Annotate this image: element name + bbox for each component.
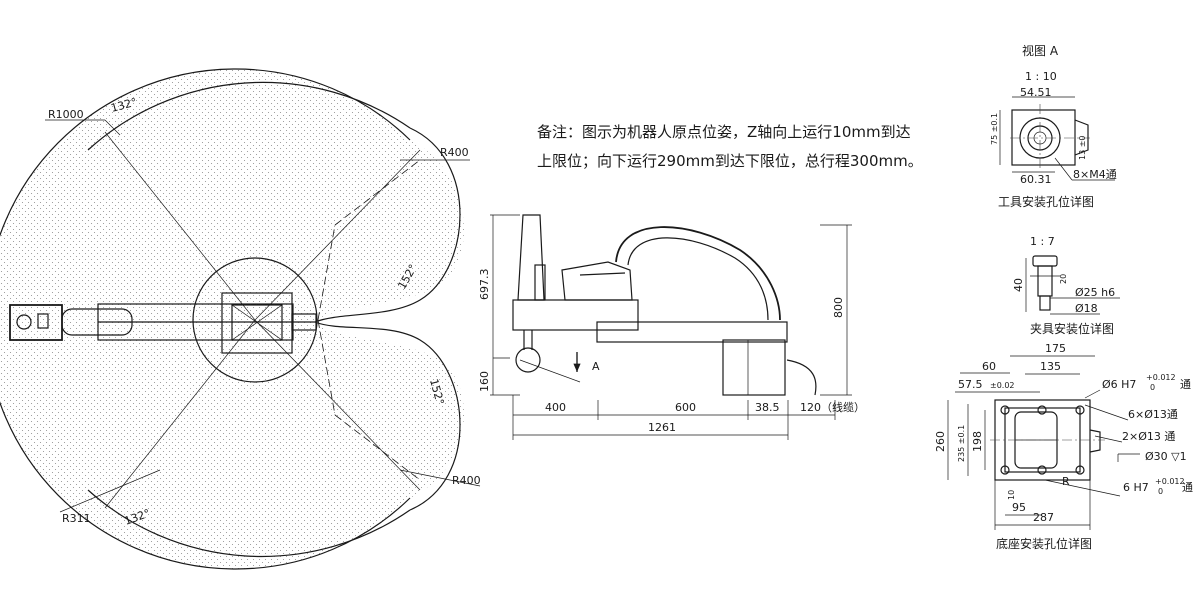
outer-arc	[0, 68, 411, 570]
view-a-d54: 54.51	[1020, 86, 1052, 99]
r400-bottom-leader	[399, 469, 481, 487]
clamp-d20: 20	[1059, 274, 1068, 284]
ray-dash-top2	[334, 159, 421, 226]
base-d235: 235 ±0.1	[957, 425, 966, 462]
r1000-label: R1000	[48, 108, 84, 121]
lobe-top	[314, 127, 461, 323]
base-tol-lo-2: 0	[1158, 487, 1163, 496]
base-d57: 57.5	[958, 378, 983, 391]
base-d198: 198	[971, 431, 984, 452]
base-d287: 287	[1033, 511, 1054, 524]
view-a-holes: 8×M4通	[1073, 168, 1117, 181]
base-detail: 60 175 135 57.5 ±0.02 Ø6 H7 +0.012 0 通 6…	[934, 342, 1193, 551]
clamp-phi25: Ø25 h6	[1075, 286, 1115, 299]
ray-bottom-left	[104, 319, 256, 509]
dim-800: 800	[832, 297, 845, 318]
base-tol57: ±0.02	[990, 381, 1015, 390]
view-a-d13: 13 ±0	[1078, 135, 1087, 160]
outer-arc-upper	[87, 81, 411, 151]
base-tol-up: +0.012	[1146, 373, 1176, 382]
dim-160: 160	[478, 371, 491, 392]
r400-bottom-label: R400	[452, 474, 481, 487]
side-view: A 697.3 160 800 400 600 38.5 120（线缆） 126…	[478, 214, 865, 440]
base-d135: 135	[1040, 360, 1061, 373]
base-tol-lo: 0	[1150, 383, 1155, 392]
view-a-title: 视图 A	[1022, 43, 1059, 58]
base-tong1: 通	[1180, 378, 1191, 391]
ray-bottom-right	[254, 319, 421, 491]
base-holes13: 6×Ø13通	[1128, 408, 1178, 421]
dim-600: 600	[675, 401, 696, 414]
base-d175: 175	[1045, 342, 1066, 355]
ray-dash-bottom	[317, 319, 336, 416]
dim-120: 120（线缆）	[800, 400, 865, 414]
ray-dash-bottom2	[334, 414, 421, 481]
side-arrow-a: A	[592, 360, 600, 373]
view-a-scale: 1 : 10	[1025, 70, 1057, 83]
base-d60: 60	[982, 360, 996, 373]
base-caption: 底座安装孔位详图	[996, 536, 1092, 551]
base-tong2: 通	[1182, 481, 1193, 494]
clamp-d40: 40	[1012, 278, 1025, 292]
base-phi30: Ø30 ▽1	[1145, 450, 1187, 463]
dim-400: 400	[545, 401, 566, 414]
dim-1261: 1261	[648, 421, 676, 434]
base-holes2: 2×Ø13 通	[1122, 430, 1175, 443]
clamp-caption: 夹具安装位详图	[1030, 321, 1114, 336]
workspace-view: R1000 132° R400 152° 152° R400 R311 132°	[0, 68, 481, 570]
inner-circle	[192, 257, 318, 383]
ray-top-left	[104, 131, 256, 321]
base-phi6: Ø6 H7	[1102, 378, 1136, 391]
note-line-1: 备注：图示为机器人原点位姿，Z轴向上运行10mm到达	[537, 123, 911, 141]
view-a-d75: 75 ±0.1	[990, 113, 999, 145]
base-tol-up-2: +0.012	[1155, 477, 1185, 486]
clamp-detail: 1 : 7 40 20 Ø25 h6 Ø18 夹具安装位详图	[1012, 235, 1120, 336]
robot-arm-top	[9, 292, 317, 354]
clamp-scale: 1 : 7	[1030, 235, 1055, 248]
outer-arc-lower	[87, 489, 411, 558]
base-d10: 10	[1007, 490, 1016, 500]
lobe-bottom	[314, 321, 461, 511]
r400-top-label: R400	[440, 146, 469, 159]
ray-dash-top	[317, 224, 336, 321]
note-line-2: 上限位；向下运行290mm到达下限位，总行程300mm。	[537, 152, 923, 170]
dim-38: 38.5	[755, 401, 780, 414]
base-d260: 260	[934, 431, 947, 452]
r311-label: R311	[62, 512, 91, 525]
base-d95: 95	[1012, 501, 1026, 514]
base-r: R	[1062, 475, 1070, 488]
view-a-caption: 工具安装孔位详图	[998, 194, 1094, 209]
base-h6: 6 H7	[1123, 481, 1149, 494]
clamp-phi18: Ø18	[1075, 302, 1098, 315]
dim-697: 697.3	[478, 269, 491, 301]
r311-leader	[59, 469, 161, 513]
ray-top-right	[254, 149, 421, 321]
view-a-d60: 60.31	[1020, 173, 1052, 186]
view-a: 视图 A 1 : 10 54.51 75 ±0.1 13 ±0 60.31 8×…	[990, 43, 1117, 209]
